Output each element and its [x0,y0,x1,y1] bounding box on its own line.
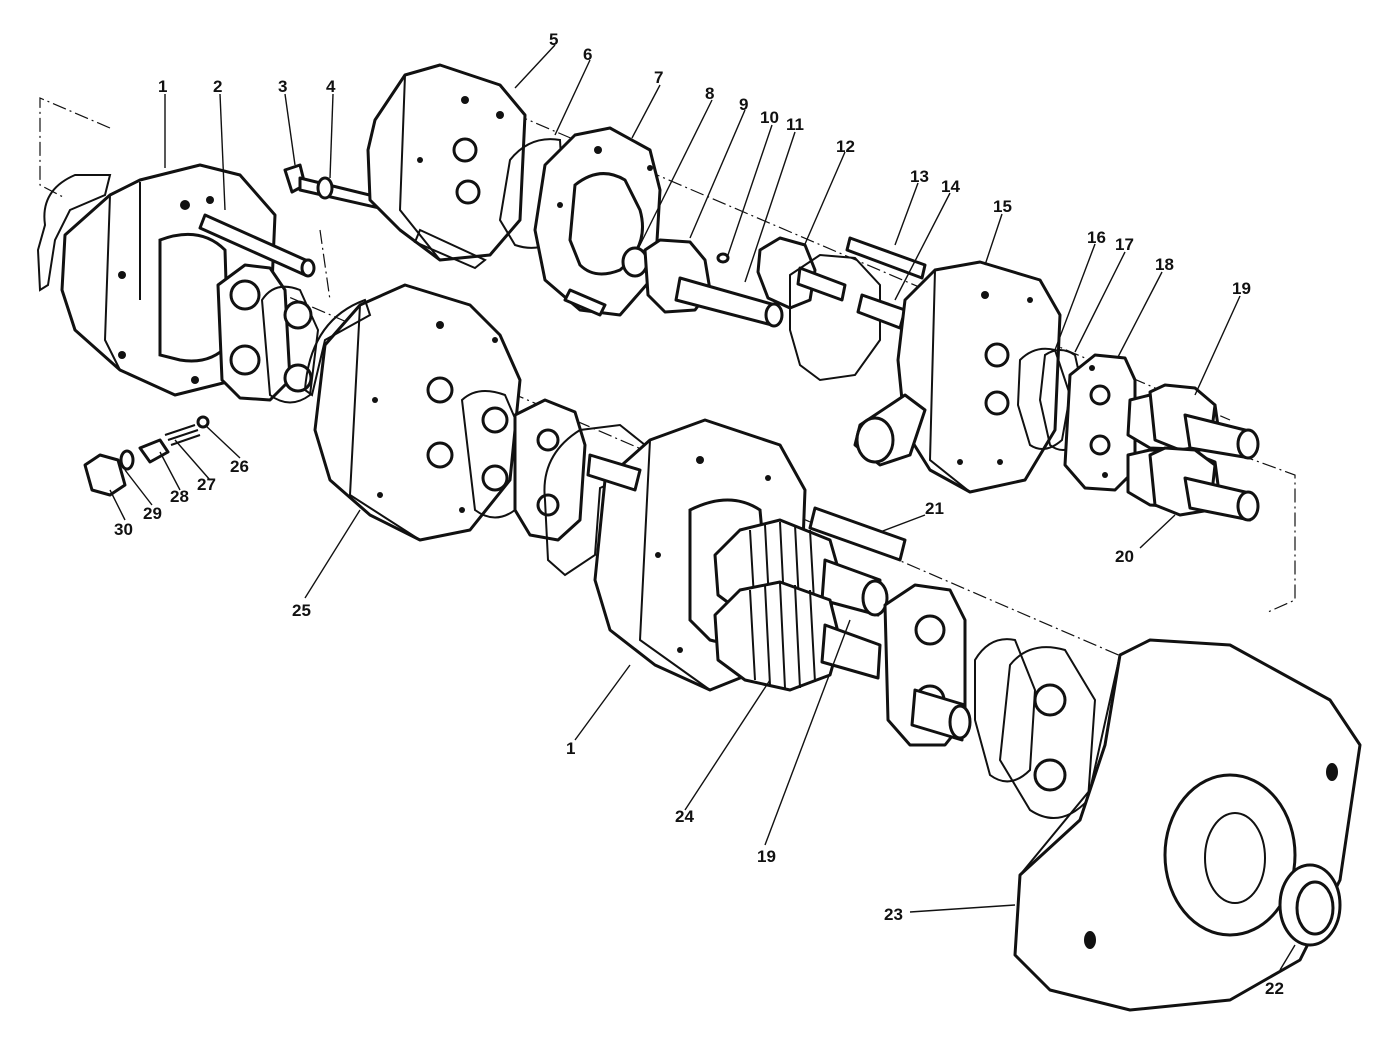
gear-set-rear [1126,383,1260,522]
mounting-flange [1013,638,1362,1012]
callout-10: 10 [760,108,779,127]
callout-17: 17 [1115,235,1134,254]
callout-16: 16 [1087,228,1106,247]
o-ring-small [621,246,649,278]
callout-25: 25 [292,601,311,620]
callout-19-lower: 19 [757,847,776,866]
callout-1-lower: 1 [566,739,575,758]
driven-gear-upper [756,236,847,310]
callout-3: 3 [278,77,287,96]
callout-8: 8 [705,84,714,103]
callout-6: 6 [583,45,592,64]
seal-gasket-housing-mid [303,298,372,397]
seal-plates-upper [216,263,320,404]
roll-pin-main [808,506,907,562]
leader-lines [109,44,1296,971]
callout-23: 23 [884,905,903,924]
callout-5: 5 [549,30,558,49]
callout-1-upper: 1 [158,77,167,96]
callout-labels: 1 2 3 4 5 6 7 8 9 10 11 12 13 14 15 16 1… [114,30,1284,998]
callout-4: 4 [326,77,336,96]
wear-plate-upper [533,126,662,317]
callout-26: 26 [230,457,249,476]
callout-11: 11 [786,115,804,134]
seal-rings-main [974,638,1097,819]
callout-27: 27 [197,475,216,494]
dowel-pin [198,213,316,278]
seal-gasket-upper [36,174,112,292]
relief-valve-parts [83,415,210,497]
gear-housing-mid [313,283,522,542]
callout-19-right: 19 [1232,279,1251,298]
callout-20: 20 [1115,547,1134,566]
callout-14: 14 [941,177,960,196]
seal-plates-mid [460,390,647,577]
callout-21: 21 [925,499,944,518]
callout-30: 30 [114,520,133,539]
callout-18: 18 [1155,255,1174,274]
thrust-plate-rear [1063,353,1137,492]
gear-housing-upper [366,63,527,270]
gear-set-main [713,518,889,692]
rear-cover [853,260,1062,494]
callout-12: 12 [836,137,855,156]
roll-pin-upper [845,236,927,280]
callout-13: 13 [910,167,929,186]
callout-2: 2 [213,77,222,96]
drive-gear-upper [643,238,784,328]
spline-shaft-small [856,293,907,330]
callout-15: 15 [993,197,1012,216]
callout-24: 24 [675,807,694,826]
thrust-plate-main [883,583,972,747]
callout-29: 29 [143,504,162,523]
callout-7: 7 [654,68,663,87]
seal-gasket-mid [789,253,881,382]
callout-9: 9 [739,95,748,114]
callout-28: 28 [170,487,189,506]
callout-22: 22 [1265,979,1284,998]
shaft-seal [1278,863,1342,947]
